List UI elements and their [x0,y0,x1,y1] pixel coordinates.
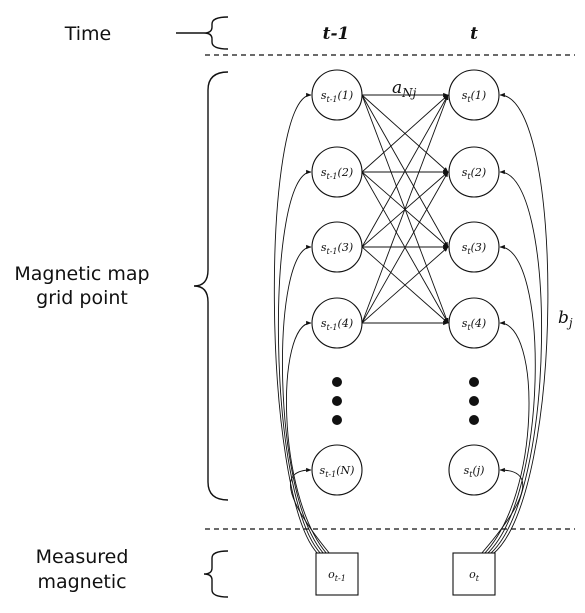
grid-point-label-line2: grid point [36,287,128,309]
ellipsis-dots-curr [469,377,479,425]
transition-edge-2-1 [361,94,449,173]
state-label-prev-4: st-1(4) [321,317,353,332]
emission-curve-curr-3 [486,244,536,555]
state-label-prev-3: st-1(3) [321,241,353,256]
grid-point-brace [193,71,229,501]
transition-label: aNj [392,78,417,100]
observation-box-curr [452,552,496,596]
state-label-curr-2: st(2) [462,166,486,181]
emission-curve-curr-4 [483,320,530,555]
measured-label-line1: Measured [36,546,129,568]
transition-label-base: a [392,78,402,98]
observation-label-curr: ot [469,568,480,583]
observation-box-prev [315,552,359,596]
transition-edges [361,92,449,326]
column-label-curr: t [470,24,478,44]
state-label-curr-5: st(j) [464,464,485,479]
state-label-curr-1: st(1) [462,89,486,104]
observation-label-prev: ot-1 [328,568,346,583]
transition-edge-4-3 [361,246,449,324]
transition-edge-3-1 [361,94,449,248]
state-nodes: st-1(1) st(1) st-1(2) st(2) st-1(3) st(3) st-1… [311,69,500,496]
state-label-curr-4: st(4) [462,317,486,332]
measured-label-line2: magnetic [37,571,126,593]
emission-curve-prev-4 [286,320,328,555]
emission-curves [273,92,549,555]
state-node-prev-3 [311,221,363,273]
grid-point-label-line1: Magnetic map [14,263,149,285]
emission-curve-prev-5 [290,467,331,555]
state-node-prev-4 [311,297,363,349]
emission-curve-curr-2 [489,169,542,555]
state-node-curr-4 [448,297,500,349]
state-node-curr-5 [448,444,500,496]
emission-label: bj [558,308,573,330]
emission-curve-curr-1 [492,92,549,555]
emission-curve-curr-5 [480,467,524,555]
state-label-prev-1: st-1(1) [321,89,353,104]
column-label-prev: t-1 [323,24,350,44]
time-label: Time [64,23,112,45]
state-label-prev-5: st-1(N) [320,464,355,479]
state-node-curr-2 [448,146,500,198]
time-brace [203,16,229,50]
transition-edge-4-1 [361,94,449,324]
emission-curve-prev-2 [278,169,322,555]
state-node-prev-5 [311,444,363,496]
transition-edge-4-2 [361,171,449,324]
observation-nodes: ot-1 ot [315,552,496,596]
state-node-curr-3 [448,221,500,273]
emission-curve-prev-1 [273,92,319,555]
emission-curve-prev-3 [282,244,325,555]
state-node-prev-1 [311,69,363,121]
state-node-curr-1 [448,69,500,121]
state-node-prev-2 [311,146,363,198]
measured-brace [203,550,229,598]
state-label-curr-3: st(3) [462,241,486,256]
ellipsis-dots-prev [332,377,342,425]
state-label-prev-2: st-1(2) [321,166,353,181]
